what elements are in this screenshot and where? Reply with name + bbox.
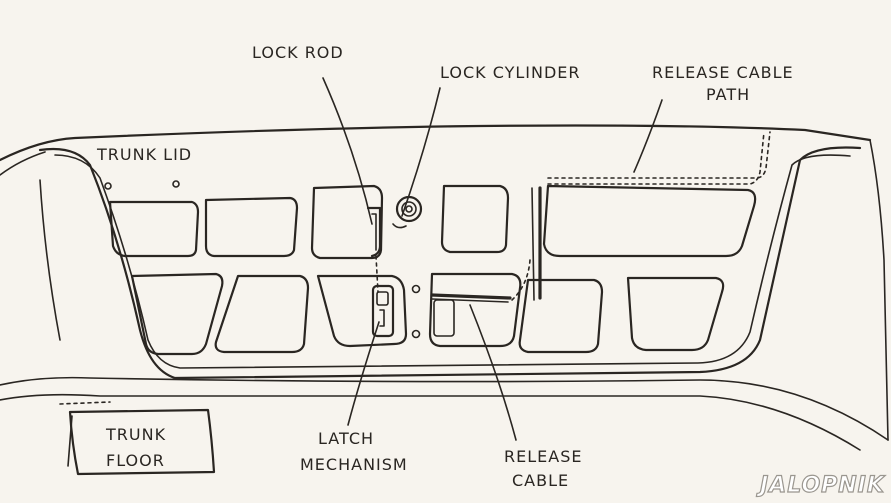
- label-release-cable-2: CABLE: [512, 471, 569, 490]
- leader-lines: [322, 77, 663, 441]
- label-lock-cylinder: LOCK CYLINDER: [440, 63, 581, 82]
- lid-panel-cutouts: [108, 184, 757, 356]
- label-lock-rod: LOCK ROD: [252, 43, 344, 62]
- label-release-cable-path-2: PATH: [706, 85, 750, 104]
- label-release-cable-path-1: RELEASE CABLE: [652, 63, 794, 82]
- label-trunk-lid: TRUNK LID: [96, 145, 192, 164]
- lid-holes: [104, 180, 421, 339]
- label-release-cable-1: RELEASE: [504, 447, 582, 466]
- release-cable: [430, 293, 512, 337]
- label-trunk-floor-1: TRUNK: [105, 425, 166, 444]
- trunk-lid-outline: [0, 124, 889, 451]
- label-latch-mechanism-2: MECHANISM: [300, 455, 408, 474]
- watermark-logo: JALOPNIK: [756, 473, 886, 498]
- labels: LOCK ROD LOCK CYLINDER RELEASE CABLE PAT…: [96, 43, 794, 490]
- trunk-floor-box: [59, 401, 216, 476]
- label-trunk-floor-2: FLOOR: [106, 451, 165, 470]
- latch-mechanism: [371, 284, 395, 338]
- lock-rod: [366, 206, 382, 293]
- release-cable-path: [511, 131, 771, 301]
- label-latch-mechanism-1: LATCH: [318, 429, 374, 448]
